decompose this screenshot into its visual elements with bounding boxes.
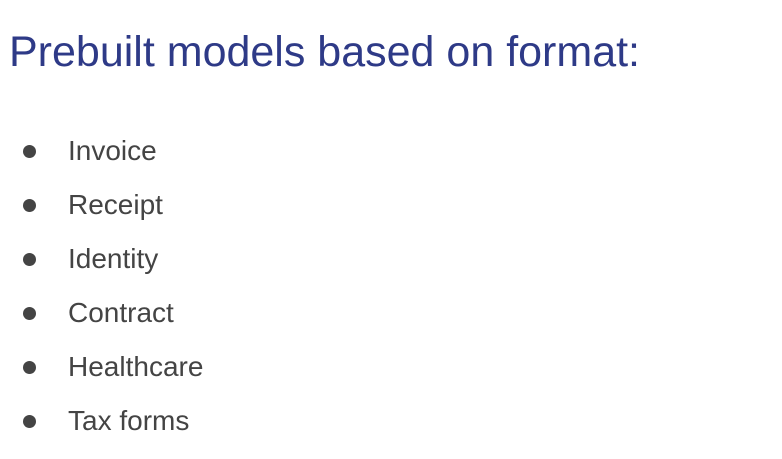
list-item-label: Contract	[68, 297, 174, 328]
list-item-label: Identity	[68, 243, 159, 274]
bullet-dot-icon	[23, 199, 36, 212]
bullet-list: Invoice Receipt Identity Contract Health…	[0, 127, 203, 451]
list-item-label: Healthcare	[68, 351, 204, 382]
bullet-dot-icon	[23, 415, 36, 428]
list-item-healthcare: Healthcare	[0, 343, 203, 397]
slide-title: Prebuilt models based on format:	[9, 28, 640, 76]
bullet-dot-icon	[23, 307, 36, 320]
list-item-invoice: Invoice	[0, 127, 203, 181]
list-item-label: Tax forms	[68, 405, 190, 436]
list-item-label: Invoice	[68, 135, 157, 166]
bullet-dot-icon	[23, 145, 36, 158]
list-item-identity: Identity	[0, 235, 203, 289]
list-item-contract: Contract	[0, 289, 203, 343]
bullet-dot-icon	[23, 253, 36, 266]
list-item-tax-forms: Tax forms	[0, 397, 203, 451]
list-item-label: Receipt	[68, 189, 163, 220]
bullet-dot-icon	[23, 361, 36, 374]
list-item-receipt: Receipt	[0, 181, 203, 235]
